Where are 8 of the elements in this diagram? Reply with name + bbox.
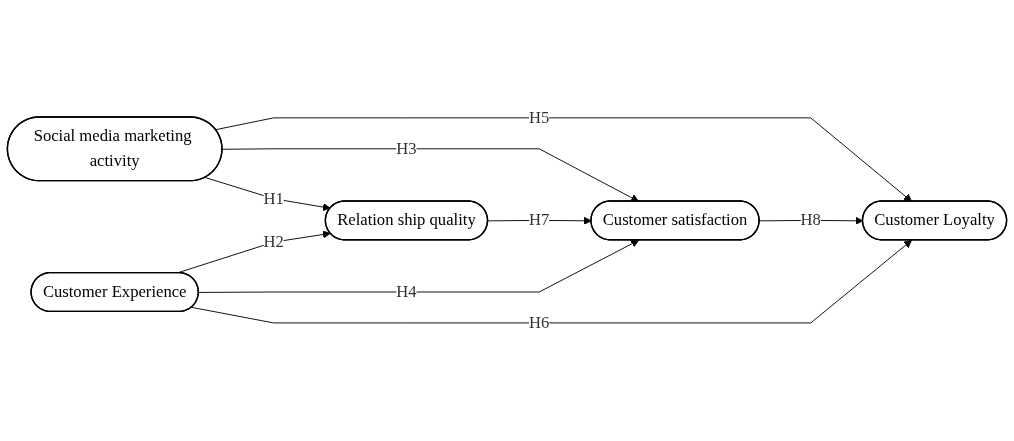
edge-label: H1	[263, 189, 284, 208]
edge-label: H7	[529, 210, 550, 230]
edge-label: H4	[396, 282, 417, 301]
edge-label: H5	[529, 108, 550, 127]
edge-label: H8	[800, 210, 821, 230]
edge-label: H3	[396, 139, 417, 158]
edge-label: H2	[263, 232, 284, 251]
edge-label: H6	[529, 313, 550, 332]
